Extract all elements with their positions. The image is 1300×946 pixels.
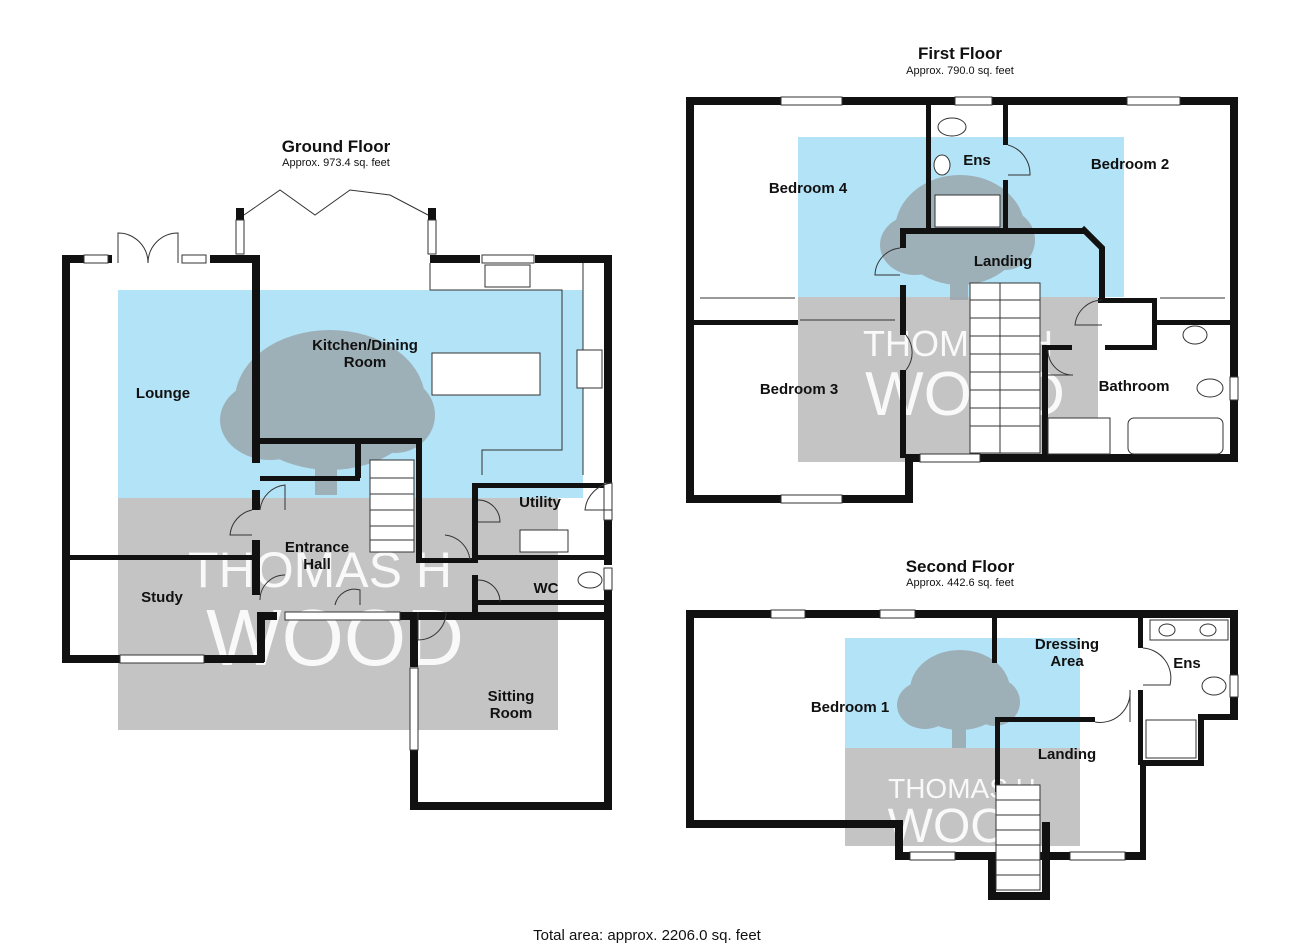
room-label-landing-second: Landing: [1038, 746, 1096, 763]
hob: [576, 349, 603, 389]
room-label-entrance-line1: Entrance: [285, 539, 349, 556]
room-label-kitchen-line1: Kitchen/Dining: [312, 337, 418, 354]
first-stairs: [969, 282, 1041, 454]
ground-floor-title: Ground Floor: [282, 137, 391, 156]
second-walls: [686, 610, 1238, 900]
room-label-ens-second: Ens: [1173, 655, 1201, 672]
room-label-sitting-line2: Room: [490, 705, 533, 722]
second-fixtures: [1145, 619, 1229, 759]
second-doors: [1094, 647, 1172, 723]
room-label-utility: Utility: [519, 494, 561, 511]
ground-watermark-line2: WOOD: [206, 593, 464, 682]
utility-sink: [519, 529, 569, 553]
ground-windows: [83, 219, 613, 751]
second-tree-logo: [897, 650, 1020, 748]
ground-floor: THOMAS H WOOD: [62, 137, 613, 810]
first-windows: [780, 96, 1239, 504]
ground-floor-area: Approx. 973.4 sq. feet: [282, 157, 390, 169]
ground-stairs: [369, 459, 415, 553]
second-floor-title: Second Floor: [906, 557, 1015, 576]
room-label-lounge: Lounge: [136, 385, 190, 402]
second-floor: THOMAS H WOOD: [686, 557, 1239, 900]
second-grey-area: [845, 748, 1080, 846]
first-doors: [700, 144, 1225, 376]
room-label-wc: WC: [534, 580, 559, 597]
room-label-dressing-line2: Area: [1050, 653, 1084, 670]
room-label-kitchen-line2: Room: [344, 354, 387, 371]
room-label-bedroom-1: Bedroom 1: [811, 699, 889, 716]
kitchen-island: [431, 352, 541, 396]
room-label-study: Study: [141, 589, 183, 606]
first-floor-title: First Floor: [918, 44, 1002, 63]
ground-doors: [117, 189, 613, 641]
first-walls: [686, 97, 1238, 503]
kitchen-sink: [484, 264, 531, 288]
room-label-dressing-line1: Dressing: [1035, 636, 1099, 653]
first-floor-area: Approx. 790.0 sq. feet: [906, 65, 1014, 77]
room-label-bedroom-4: Bedroom 4: [769, 180, 848, 197]
total-area-caption: Total area: approx. 2206.0 sq. feet: [533, 927, 761, 944]
wc-basin: [577, 571, 603, 589]
ground-walls: [62, 208, 612, 810]
second-stairs: [995, 784, 1041, 891]
ground-kitchen-fittings: [429, 263, 603, 589]
room-label-bedroom-3: Bedroom 3: [760, 381, 838, 398]
ground-tree-logo: [220, 330, 435, 495]
first-floor: THOMAS H WOOD: [686, 44, 1239, 504]
room-label-entrance-line2: Hall: [303, 556, 331, 573]
second-windows: [770, 609, 1239, 861]
room-label-landing-first: Landing: [974, 253, 1032, 270]
room-label-sitting-line1: Sitting: [488, 688, 535, 705]
room-label-ens-first: Ens: [963, 152, 991, 169]
first-fixtures: [933, 117, 1224, 455]
room-label-bedroom-2: Bedroom 2: [1091, 156, 1169, 173]
room-label-bathroom: Bathroom: [1099, 378, 1170, 395]
second-floor-area: Approx. 442.6 sq. feet: [906, 577, 1014, 589]
